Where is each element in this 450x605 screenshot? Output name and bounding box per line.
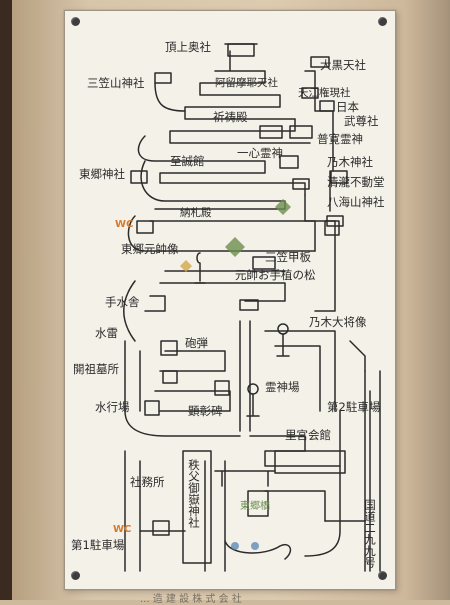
label-kokudo-299: 国道二九九号: [363, 499, 377, 568]
label-hakkaisan-jinja: 八海山神社: [327, 195, 385, 209]
label-nofuden: 納札殿: [180, 207, 212, 219]
label-tenko-gongen-sha: 天江権現社: [298, 87, 351, 99]
screw-icon: [71, 571, 80, 580]
label-chojo-okusha: 頂上奥社: [165, 40, 211, 54]
label-togo-jinja: 東郷神社: [79, 167, 125, 181]
label-isshin-reijin: 一心霊神: [237, 146, 283, 160]
screw-icon: [71, 17, 80, 26]
label-nihon: 日本: [336, 100, 359, 114]
label-shamusho: 社務所: [130, 475, 165, 489]
label-temizusha: 手水舎: [105, 295, 140, 309]
label-kaiso-bosho: 開祖墓所: [73, 362, 119, 376]
label-tomei-bashi: 東郷橋: [240, 501, 270, 512]
label-kitoden: 祈祷殿: [213, 110, 248, 124]
screw-icon: [378, 571, 387, 580]
label-wc-lower: WC: [113, 524, 132, 535]
label-dai2-chushajo: 第2駐車場: [327, 400, 381, 414]
label-nogi-jinja: 乃木神社: [327, 155, 373, 169]
label-reijinba: 霊神場: [265, 380, 300, 394]
label-satomiya-kaikan: 里宮会館: [285, 428, 331, 442]
label-kenshohi: 顕彰碑: [188, 404, 223, 418]
label-nogi-taisho-zo: 乃木大将像: [309, 315, 367, 329]
label-kiyotaki-fudodo: 清瀧不動堂: [327, 175, 385, 189]
label-hodan: 砲弾: [185, 336, 208, 350]
map-paths: [123, 43, 381, 572]
label-fukan-reijin: 普寛霊神: [317, 132, 363, 146]
shrine-map-board: 頂上奥社 大黒天社 三笠山神社 阿留摩耶天社 天江権現社 日本 武尊社 祈祷殿 …: [64, 10, 396, 590]
label-gyoba: 水行場: [95, 400, 130, 414]
label-daikokuten-sha: 大黒天社: [320, 58, 366, 72]
label-togo-gensui-zo: 東郷元帥像: [121, 242, 179, 256]
label-aramabarimaten-sha: 阿留摩耶天社: [215, 77, 278, 89]
screw-icon: [378, 17, 387, 26]
label-mikasayama-jinja: 三笠山神社: [87, 76, 145, 90]
label-wc-upper: WC: [115, 219, 134, 230]
dark-frame-edge: [0, 0, 12, 600]
label-butsuson-sha: 武尊社: [344, 114, 379, 128]
label-chichibu-ontake: 秩父御嶽神社: [187, 459, 201, 528]
label-mikasa-kohan: 三笠甲板: [265, 250, 311, 264]
label-suirai: 水雷: [95, 326, 118, 340]
shadow-overlay: [405, 0, 450, 600]
label-shiseikan: 至誠館: [170, 154, 205, 168]
label-gensui-otemaki: 元帥お手植の松: [235, 268, 316, 282]
bottom-cut-text: ... 造 建 設 株 式 会 社: [140, 594, 242, 605]
label-dai1-chushajo: 第1駐車場: [71, 538, 125, 552]
